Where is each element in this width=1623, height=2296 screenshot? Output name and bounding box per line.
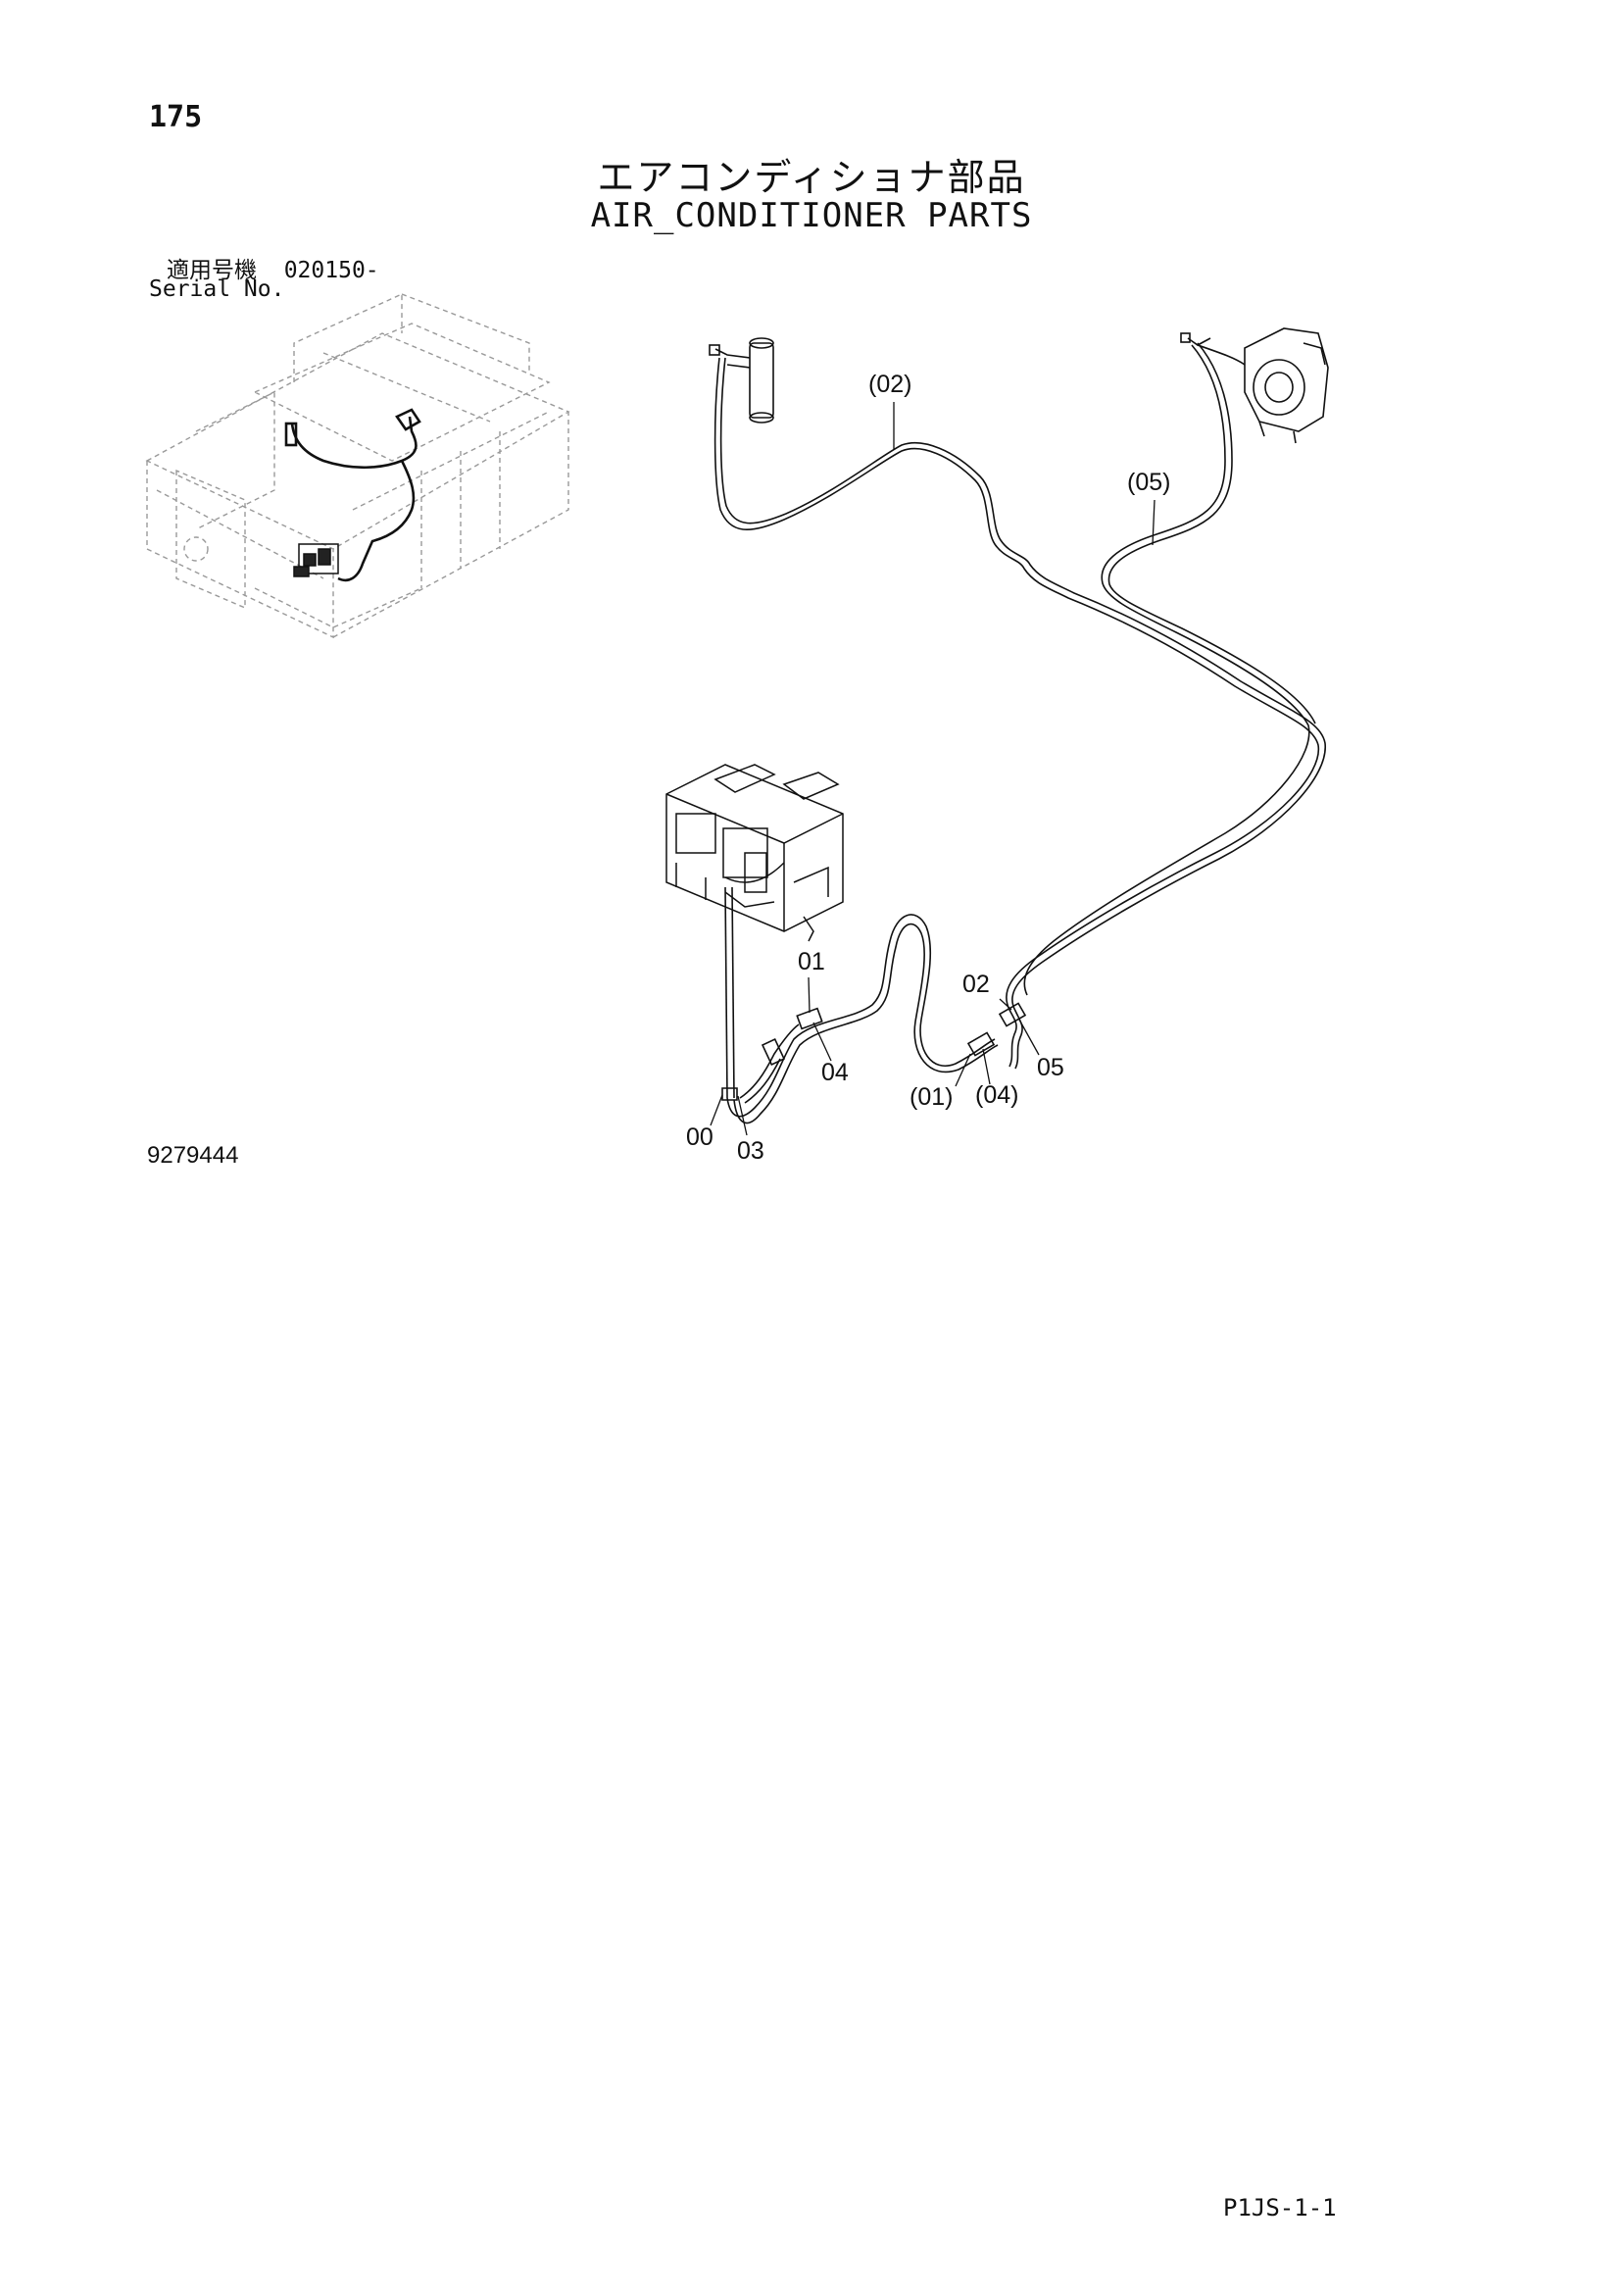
callout-label-02-paren: (02) — [868, 371, 912, 398]
machine-overview-drawing — [145, 292, 570, 639]
callout-label-03: 03 — [737, 1137, 764, 1165]
serial-line-japanese: 適用号機 020150- — [167, 251, 379, 284]
callout-label-00: 00 — [686, 1123, 713, 1151]
pipe-05-drawing — [1023, 342, 1316, 996]
page-code: P1JS-1-1 — [1223, 2194, 1337, 2221]
evaporator-unit-drawing — [665, 764, 844, 942]
callout-label-01: 01 — [798, 948, 825, 975]
callout-label-02: 02 — [962, 971, 990, 998]
serial-value: 020150- — [283, 258, 379, 283]
page-title-english: AIR_CONDITIONER PARTS — [590, 196, 1033, 235]
page-title-japanese: エアコンディショナ部品 — [597, 156, 1026, 199]
machine-overview-unit — [293, 543, 339, 577]
callout-label-05: 05 — [1037, 1054, 1064, 1081]
page-number: 175 — [149, 100, 203, 134]
callout-label-01-paren: (01) — [910, 1083, 954, 1111]
compressor-drawing — [1180, 327, 1329, 444]
callout-label-05-paren: (05) — [1127, 469, 1171, 496]
serial-label-english: Serial No. — [149, 276, 285, 302]
machine-overview-ac-line — [284, 408, 421, 582]
callout-leader-lines — [710, 402, 1156, 1136]
receiver-dryer-drawing — [709, 337, 774, 424]
serial-label-japanese: 適用号機 — [167, 258, 257, 283]
unit-hoses-drawing — [721, 886, 1027, 1124]
drawing-number: 9279444 — [147, 1142, 239, 1169]
callout-label-04: 04 — [821, 1059, 849, 1086]
callout-label-04-paren: (04) — [975, 1081, 1019, 1109]
